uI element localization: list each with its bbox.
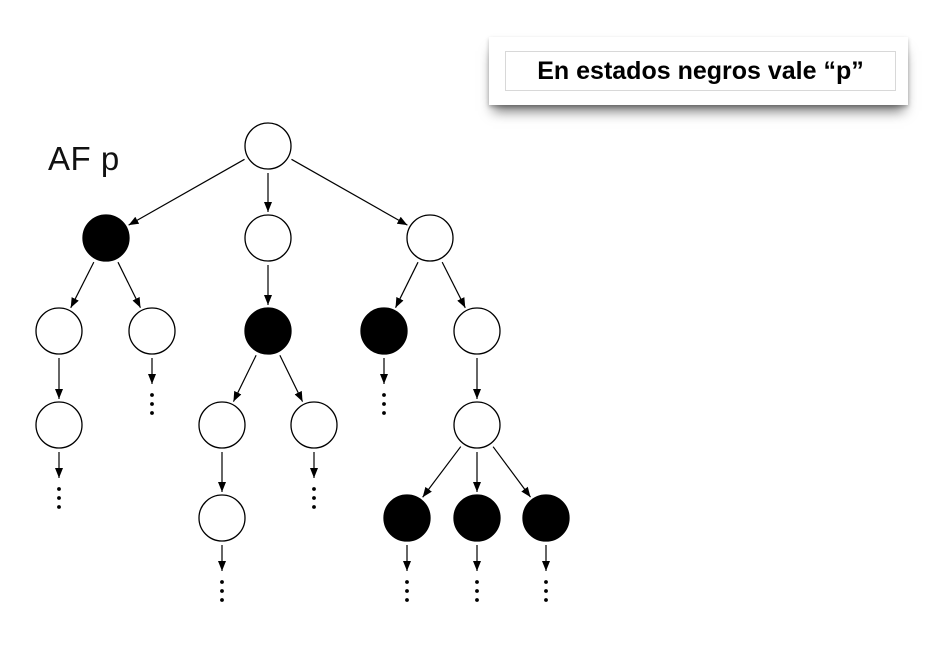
state-root xyxy=(244,122,292,170)
edge-root-n3 xyxy=(291,158,408,226)
edge-root-n1 xyxy=(128,158,245,226)
state-n1a1 xyxy=(35,401,83,449)
ellipsis-dot xyxy=(57,487,61,491)
ellipsis-n3b1a xyxy=(405,580,409,602)
ellipsis-dot xyxy=(57,505,61,509)
ellipsis-dot xyxy=(544,580,548,584)
state-n2a1x xyxy=(198,494,246,542)
state-marked-n1 xyxy=(82,214,130,262)
state-n3b1 xyxy=(453,401,501,449)
state-n3 xyxy=(406,214,454,262)
ellipsis-dot xyxy=(405,598,409,602)
ellipsis-n1a1 xyxy=(57,487,61,509)
ellipsis-n3a xyxy=(382,393,386,415)
state-marked-n3a xyxy=(360,307,408,355)
transition-edges xyxy=(55,158,550,571)
ellipsis-dot xyxy=(312,505,316,509)
ellipsis-dot xyxy=(57,496,61,500)
ellipsis-dot xyxy=(220,589,224,593)
state-n2 xyxy=(244,214,292,262)
ellipsis-dot xyxy=(475,589,479,593)
ellipsis-n1b xyxy=(150,393,154,415)
ellipsis-dot xyxy=(382,411,386,415)
callout-frame: En estados negros vale “p” xyxy=(505,51,896,91)
ellipsis-n2a1x xyxy=(220,580,224,602)
ellipsis-dot xyxy=(220,580,224,584)
ellipsis-dot xyxy=(312,487,316,491)
ellipsis-n2a2 xyxy=(312,487,316,509)
edge-n3b1-n3b1a xyxy=(422,446,462,498)
state-marked-n3b1b xyxy=(453,494,501,542)
ellipsis-n3b1c xyxy=(544,580,548,602)
edge-n3b1-n3b1c xyxy=(492,446,531,498)
callout-text: En estados negros vale “p” xyxy=(537,56,864,85)
state-marked-n2a xyxy=(244,307,292,355)
state-marked-n3b1a xyxy=(383,494,431,542)
formula-label: AF p xyxy=(48,140,120,177)
ellipsis-dot xyxy=(475,598,479,602)
state-n3b xyxy=(453,307,501,355)
ellipsis-dot xyxy=(405,589,409,593)
ellipsis-dot xyxy=(312,496,316,500)
state-n1a xyxy=(35,307,83,355)
edge-n1-n1a xyxy=(70,261,95,309)
state-n1b xyxy=(128,307,176,355)
state-marked-n3b1c xyxy=(522,494,570,542)
ellipsis-dot xyxy=(382,402,386,406)
state-nodes xyxy=(35,122,570,542)
state-n2a2 xyxy=(290,401,338,449)
callout-note: En estados negros vale “p” xyxy=(489,37,908,105)
edge-n2a-n2a2 xyxy=(279,354,304,402)
ellipsis-dot xyxy=(220,598,224,602)
edge-n3-n3b xyxy=(441,261,466,309)
state-n2a1 xyxy=(198,401,246,449)
ellipsis-dot xyxy=(405,580,409,584)
continuation-markers xyxy=(57,393,548,602)
ellipsis-dot xyxy=(544,598,548,602)
ellipsis-dot xyxy=(475,580,479,584)
ellipsis-dot xyxy=(150,411,154,415)
ellipsis-dot xyxy=(150,402,154,406)
ellipsis-dot xyxy=(544,589,548,593)
edge-n2a-n2a1 xyxy=(232,354,257,402)
ellipsis-dot xyxy=(382,393,386,397)
edge-n1-n1b xyxy=(117,261,142,308)
edge-n3-n3a xyxy=(394,261,419,308)
ellipsis-n3b1b xyxy=(475,580,479,602)
ellipsis-dot xyxy=(150,393,154,397)
